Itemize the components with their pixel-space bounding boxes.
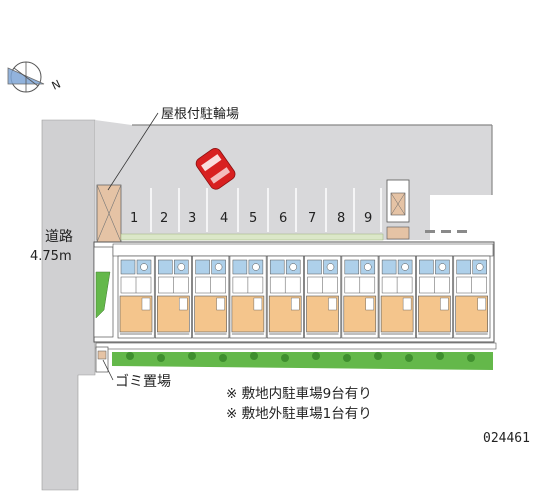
bicycle-parking-label: 屋根付駐輪場 (161, 106, 239, 122)
apartment-unit (229, 255, 267, 339)
tree-icon (374, 352, 382, 360)
parking-space-number: 1 (130, 211, 138, 226)
tree-icon (281, 354, 289, 362)
tree-icon (312, 352, 320, 360)
compass-north-label: N (50, 77, 63, 92)
tree-icon (436, 352, 444, 360)
apartment-unit (304, 255, 342, 339)
garbage-label-leader (102, 359, 114, 381)
parking-space-numbers: 1 2 3 4 5 6 7 8 9 (130, 211, 372, 226)
parking-space-number: 7 (308, 211, 316, 226)
road (41, 119, 96, 491)
bicycle-parking-roof (96, 184, 122, 243)
road-name-label: 道路 (45, 229, 73, 245)
utility-box (386, 179, 410, 240)
tree-icon (126, 352, 134, 360)
tree-icon (343, 354, 351, 362)
apartment-unit (453, 255, 491, 339)
apartment-unit (416, 255, 454, 339)
parking-stall-lines (150, 188, 382, 232)
tree-icon (405, 354, 413, 362)
parking-space-number: 8 (337, 211, 345, 226)
apartment-unit (117, 255, 155, 339)
garden-strip (95, 342, 497, 373)
dash-marks (425, 230, 467, 233)
note-offsite-parking: ※ 敷地外駐車場1台有り (226, 406, 372, 422)
note-onsite-parking: ※ 敷地内駐車場9台有り (226, 386, 372, 402)
apartment-unit (378, 255, 416, 339)
parking-space-number: 3 (188, 211, 196, 226)
road-width-label: 4.75m (30, 249, 72, 264)
garbage-area-label: ゴミ置場 (115, 373, 171, 390)
tree-icon (188, 352, 196, 360)
property-id: 024461 (483, 431, 530, 446)
parking-lot (95, 120, 492, 240)
parking-space-number: 5 (249, 211, 257, 226)
parking-space-number: 9 (364, 211, 372, 226)
tree-icon (467, 354, 475, 362)
apartment-unit (341, 255, 379, 339)
apartment-unit (266, 255, 304, 339)
tree-icon (157, 354, 165, 362)
car-icon (195, 148, 236, 190)
apartment-units (117, 255, 491, 339)
apartment-unit (154, 255, 192, 339)
apartment-unit (192, 255, 230, 339)
bicycle-label-leader (107, 112, 159, 191)
parking-space-number: 6 (279, 211, 287, 226)
parking-space-number: 4 (220, 211, 228, 226)
tree-icon (219, 354, 227, 362)
parking-space-number: 2 (160, 211, 168, 226)
tree-icon (250, 352, 258, 360)
hedge-strip (120, 233, 384, 241)
compass: N (7, 61, 63, 93)
